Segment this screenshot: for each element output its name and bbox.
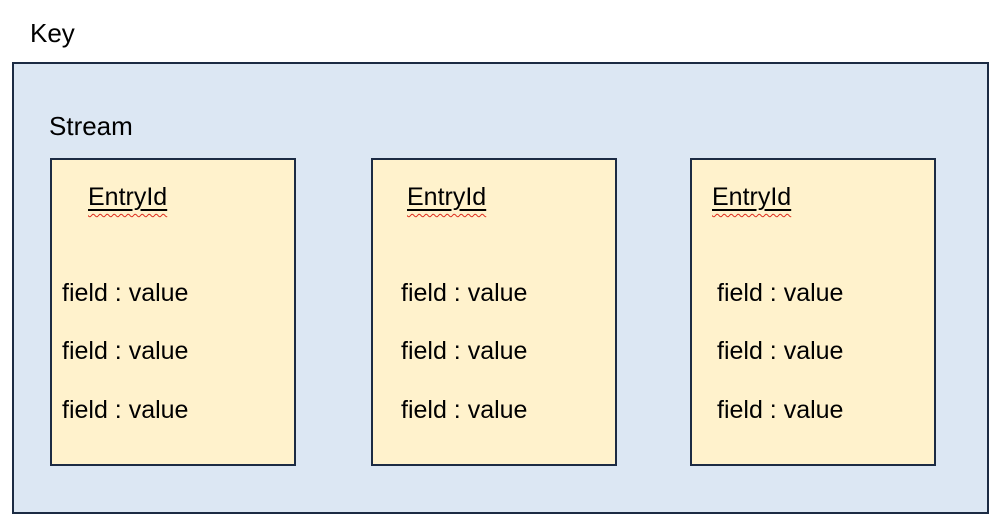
entry-id-text: EntryId <box>712 183 792 211</box>
stream-entry: EntryId field : value field : value fiel… <box>50 158 296 466</box>
entry-id-text: EntryId <box>88 183 168 211</box>
entry-id-text: EntryId <box>407 183 487 211</box>
stream-entry: EntryId field : value field : value fiel… <box>371 158 617 466</box>
entry-field: field : value <box>717 337 844 365</box>
key-label: Key <box>30 18 75 48</box>
entry-field: field : value <box>717 396 844 424</box>
entry-field: field : value <box>401 337 528 365</box>
entry-field: field : value <box>62 279 189 307</box>
entry-field: field : value <box>401 396 528 424</box>
entry-field: field : value <box>401 279 528 307</box>
entry-field: field : value <box>717 279 844 307</box>
stream-label: Stream <box>49 111 133 141</box>
entry-field: field : value <box>62 396 189 424</box>
entry-field: field : value <box>62 337 189 365</box>
entry-id-heading: EntryId <box>88 182 167 212</box>
entry-id-heading: EntryId <box>407 182 486 212</box>
stream-container: Stream EntryId field : value field : val… <box>12 62 989 514</box>
stream-entry: EntryId field : value field : value fiel… <box>690 158 936 466</box>
entry-id-heading: EntryId <box>712 182 791 212</box>
